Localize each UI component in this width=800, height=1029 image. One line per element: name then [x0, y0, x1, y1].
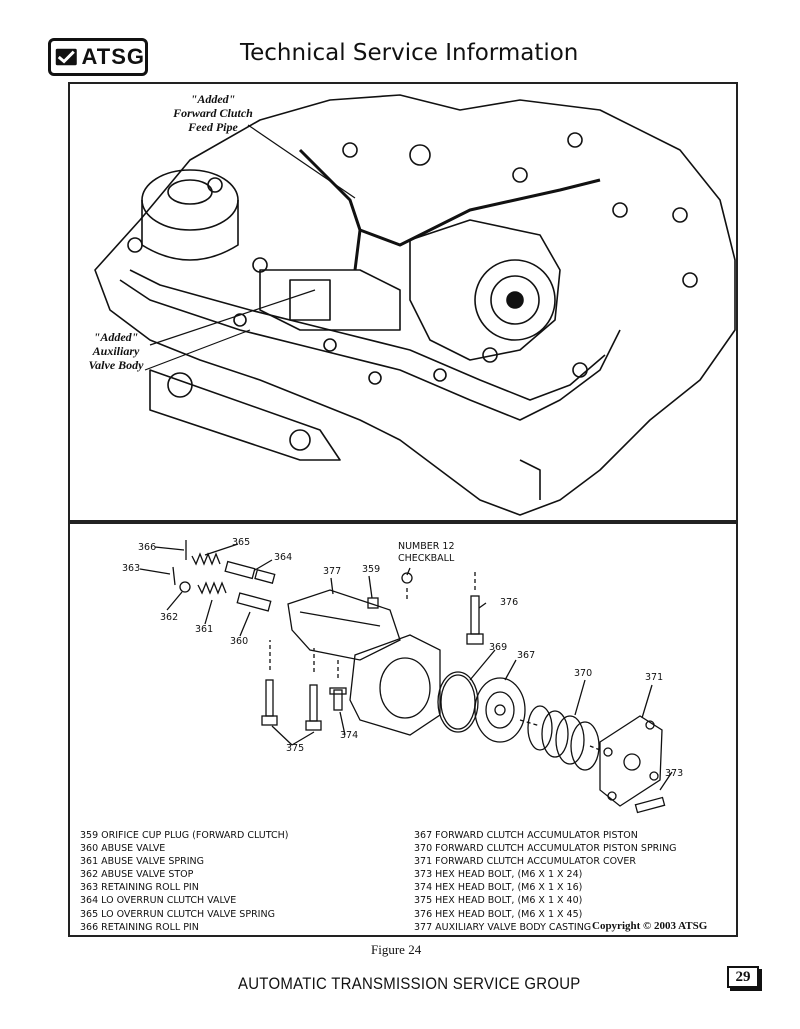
part-label-369: 369 — [489, 642, 508, 653]
part-label-366: 366 — [138, 542, 157, 553]
callout-feed-pipe-line3: Feed Pipe — [188, 120, 238, 134]
legend-item: 375 HEX HEAD BOLT, (M6 X 1 X 40) — [414, 895, 583, 907]
callout-valve-body: "Added" Auxiliary Valve Body — [84, 330, 148, 372]
parts-legend-left: 359 ORIFICE CUP PLUG (FORWARD CLUTCH) 36… — [80, 829, 288, 934]
callout-valve-body-line2: Auxiliary — [92, 344, 140, 358]
part-label-365: 365 — [232, 537, 251, 548]
callout-feed-pipe: "Added" Forward Clutch Feed Pipe — [172, 92, 254, 134]
legend-item: 362 ABUSE VALVE STOP — [80, 869, 194, 881]
part-label-377: 377 — [323, 566, 342, 577]
part-label-359: 359 — [362, 564, 381, 575]
legend-item: 359 ORIFICE CUP PLUG (FORWARD CLUTCH) — [80, 830, 289, 841]
page-title: Technical Service Information — [240, 40, 579, 66]
part-label-361: 361 — [195, 624, 214, 635]
part-label-370: 370 — [574, 668, 593, 679]
legend-item: 373 HEX HEAD BOLT, (M6 X 1 X 24) — [414, 869, 583, 881]
part-label-376: 376 — [500, 597, 519, 608]
legend-item: 363 RETAINING ROLL PIN — [80, 882, 199, 894]
legend-item: 371 FORWARD CLUTCH ACCUMULATOR COVER — [414, 856, 636, 868]
checkball-label-line2: CHECKBALL — [398, 553, 455, 564]
part-label-363: 363 — [122, 563, 141, 574]
legend-item: 374 HEX HEAD BOLT, (M6 X 1 X 16) — [414, 882, 583, 894]
callout-valve-body-line3: Valve Body — [88, 358, 144, 372]
legend-item: 364 LO OVERRUN CLUTCH VALVE — [80, 895, 237, 907]
part-label-374: 374 — [340, 730, 359, 741]
checkmark-icon — [55, 48, 77, 66]
checkball-label-line1: NUMBER 12 — [398, 541, 455, 552]
part-label-362: 362 — [160, 612, 179, 623]
logo-text: ATSG — [81, 44, 145, 69]
callout-feed-pipe-line1: "Added" — [190, 92, 236, 106]
exploded-view-panel — [68, 522, 738, 937]
callout-feed-pipe-line2: Forward Clutch — [173, 106, 253, 120]
atsg-logo: ATSG — [48, 38, 148, 76]
page-number: 29 — [727, 966, 759, 988]
legend-item: 361 ABUSE VALVE SPRING — [80, 856, 204, 868]
part-label-364: 364 — [274, 552, 293, 563]
parts-legend-right: 367 FORWARD CLUTCH ACCUMULATOR PISTON 37… — [414, 829, 677, 934]
legend-item: 366 RETAINING ROLL PIN — [80, 921, 199, 933]
transmission-illustration-panel — [68, 82, 738, 522]
copyright-notice: Copyright © 2003 ATSG — [592, 920, 708, 932]
part-label-373: 373 — [665, 768, 684, 779]
legend-item: 360 ABUSE VALVE — [80, 843, 166, 855]
legend-item: 370 FORWARD CLUTCH ACCUMULATOR PISTON SP… — [414, 843, 677, 855]
legend-item: 367 FORWARD CLUTCH ACCUMULATOR PISTON — [414, 830, 638, 841]
part-label-checkball: NUMBER 12 CHECKBALL — [398, 541, 455, 565]
figure-caption: Figure 24 — [371, 942, 422, 957]
footer-organization: AUTOMATIC TRANSMISSION SERVICE GROUP — [238, 974, 581, 993]
part-label-367: 367 — [517, 650, 536, 661]
callout-valve-body-line1: "Added" — [93, 330, 139, 344]
part-label-375: 375 — [286, 743, 305, 754]
part-label-371: 371 — [645, 672, 664, 683]
legend-item: 377 AUXILIARY VALVE BODY CASTING — [414, 921, 592, 933]
part-label-360: 360 — [230, 636, 249, 647]
legend-item: 365 LO OVERRUN CLUTCH VALVE SPRING — [80, 908, 275, 920]
legend-item: 376 HEX HEAD BOLT, (M6 X 1 X 45) — [414, 908, 583, 920]
